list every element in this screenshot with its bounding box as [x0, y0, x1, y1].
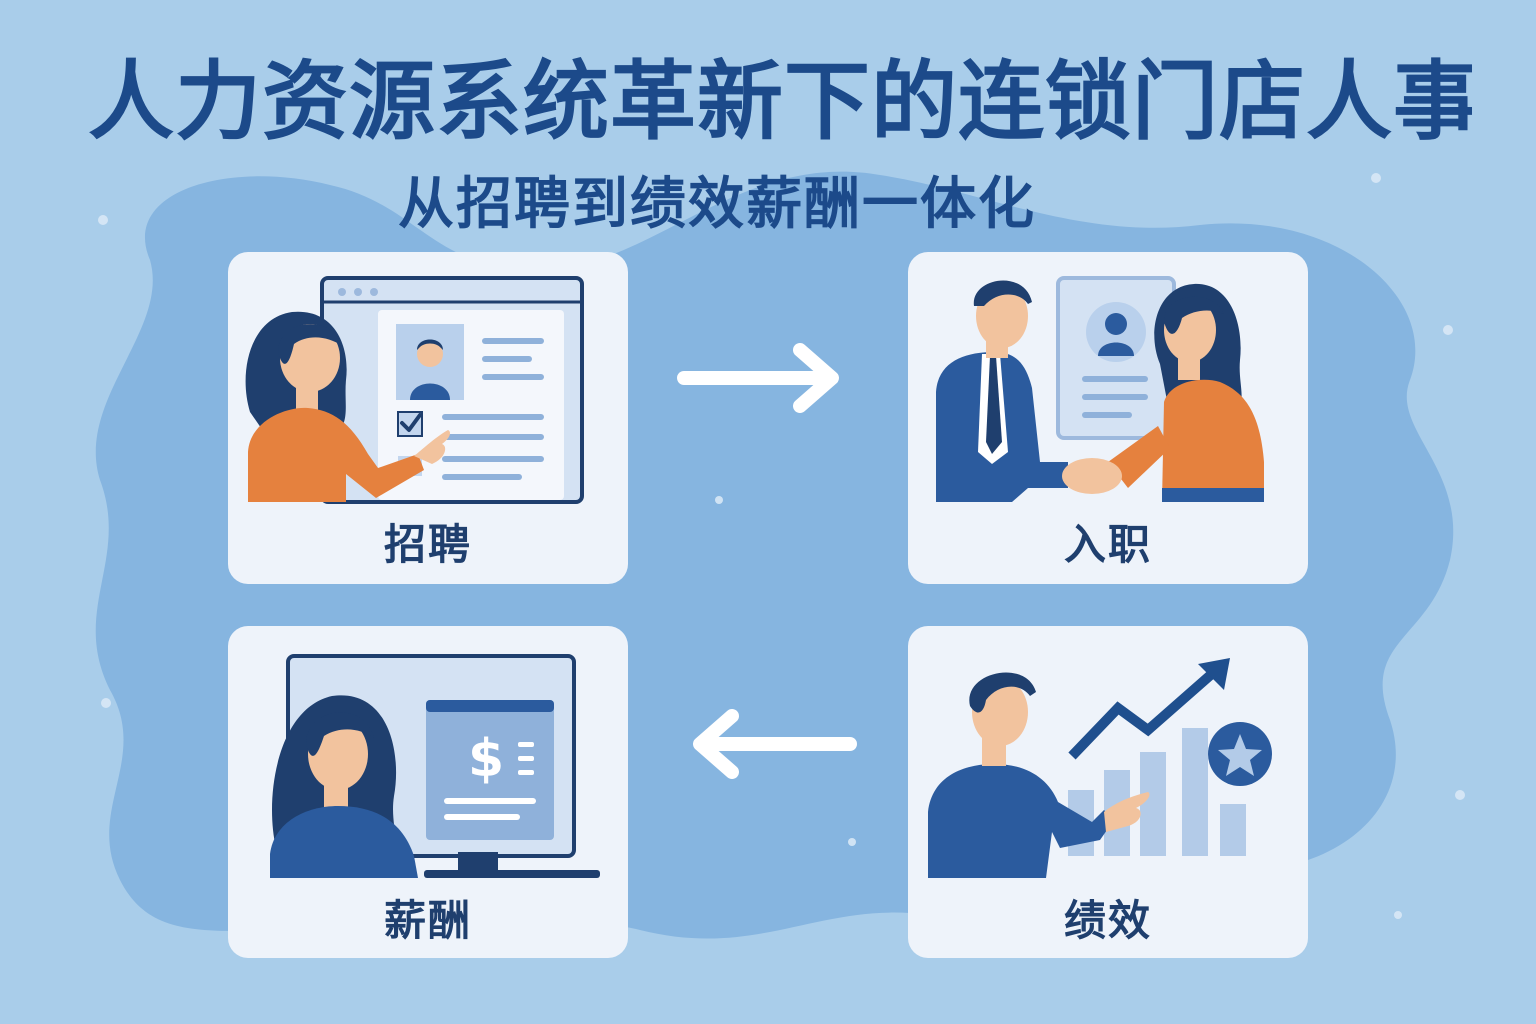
- card-salary-label: 薪酬: [383, 896, 472, 945]
- page-subtitle: 从招聘到绩效薪酬一体化: [398, 172, 1036, 237]
- arrow-right-icon: [677, 343, 839, 413]
- card-recruit[interactable]: 招聘: [228, 252, 628, 584]
- dollar-icon: $: [468, 729, 504, 789]
- check-icon: [400, 413, 422, 432]
- trend-up-icon: [1068, 658, 1230, 760]
- salary-illustration: $: [270, 654, 600, 878]
- star-icon: [1218, 734, 1262, 776]
- onboard-illustration: [936, 276, 1264, 502]
- card-salary[interactable]: $ 薪酬: [228, 626, 628, 958]
- background-dots: [98, 173, 1465, 919]
- arrow-left-icon: [693, 709, 857, 779]
- card-onboard-label: 入职: [1063, 520, 1152, 569]
- card-performance-label: 绩效: [1063, 896, 1152, 945]
- card-onboard[interactable]: 入职: [908, 252, 1308, 584]
- card-performance[interactable]: 绩效: [908, 626, 1308, 958]
- performance-illustration: [928, 658, 1272, 878]
- page-title: 人力资源系统革新下的连锁门店人事管: [88, 52, 1472, 152]
- recruit-illustration: [245, 276, 584, 504]
- card-recruit-label: 招聘: [383, 520, 472, 569]
